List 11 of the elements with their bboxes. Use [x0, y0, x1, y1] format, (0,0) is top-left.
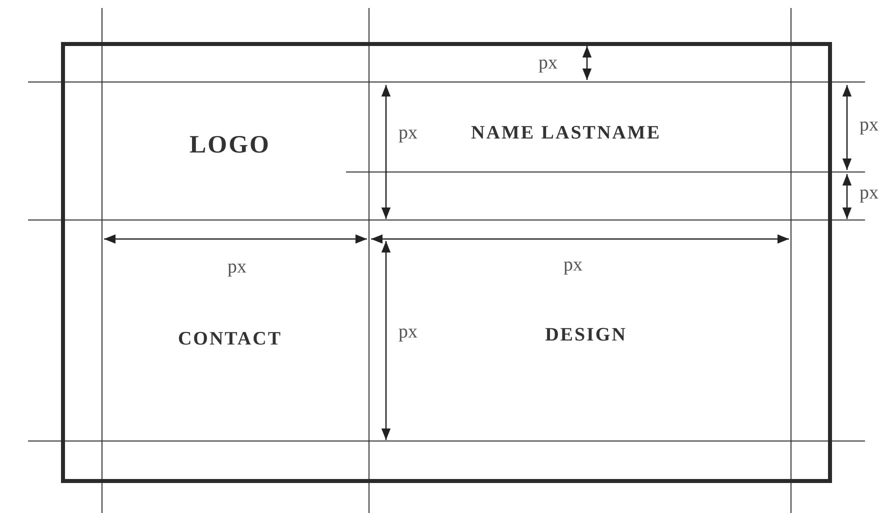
- dimension-label: px: [564, 256, 582, 274]
- dimension-label: px: [398, 322, 418, 342]
- placeholder-text: NAME LASTNAME: [471, 124, 661, 142]
- dimension-label: px: [538, 54, 558, 72]
- dimension-label: px: [398, 124, 418, 142]
- dimension-label: px: [228, 258, 246, 276]
- dimension-label: px: [860, 116, 878, 134]
- placeholder-text: CONTACT: [178, 330, 282, 348]
- placeholder-text: LOGO: [190, 132, 270, 158]
- dimension-label: px: [860, 184, 878, 202]
- placeholder-text: DESIGN: [545, 326, 627, 344]
